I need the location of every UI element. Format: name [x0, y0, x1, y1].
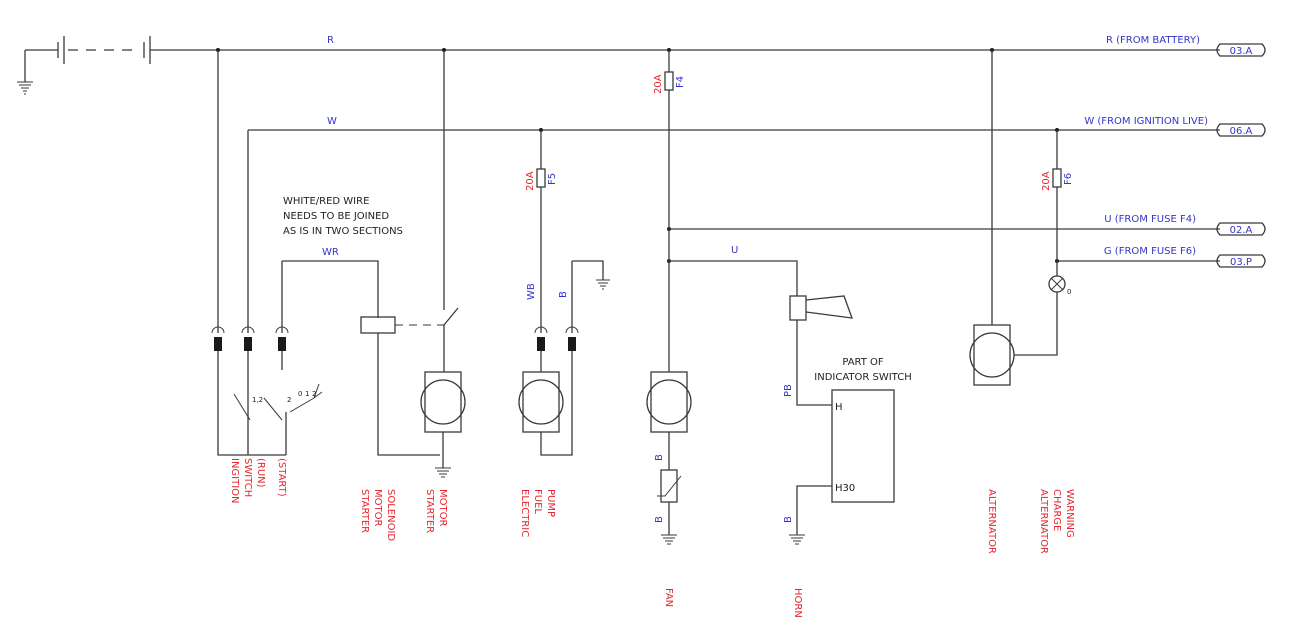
svg-text:CHARGE: CHARGE [1051, 489, 1062, 531]
ignition-switch [211, 50, 379, 456]
feed-label-fuse-f6: G (FROM FUSE F6) [1104, 246, 1196, 257]
offsheet-tag-2 [1216, 123, 1266, 137]
note-line-3: AS IS IN TWO SECTIONS [283, 226, 403, 237]
battery-ground-symbol [17, 50, 33, 95]
fuse-f6 [1052, 130, 1062, 276]
svg-text:STARTER: STARTER [424, 489, 435, 533]
svg-text:(START): (START) [276, 458, 287, 497]
wire-label-b-pump: B [558, 291, 569, 298]
svg-text:SWITCH: SWITCH [242, 458, 253, 497]
offsheet-tag-1 [1216, 43, 1266, 57]
offsheet-ref-1: 03.A [1230, 46, 1253, 57]
note-line-2: NEEDS TO BE JOINED [283, 211, 389, 222]
offsheet-tag-4 [1216, 254, 1266, 268]
label-fan: FAN [663, 588, 674, 607]
fuel-pump [518, 260, 610, 456]
label-alternator: ALTERNATOR [986, 489, 997, 554]
fan-motor [646, 371, 692, 545]
offsheet-ref-2: 06.A [1230, 126, 1253, 137]
starter-solenoid [360, 50, 459, 456]
offsheet-ref-4: 03.P [1230, 257, 1252, 268]
indicator-title-2: INDICATOR SWITCH [814, 372, 911, 383]
feed-label-fuse-f4: U (FROM FUSE F4) [1104, 214, 1196, 225]
indicator-title-1: PART OF [842, 357, 884, 368]
fuse-f4-id: F4 [675, 76, 686, 88]
alternator [969, 50, 1058, 386]
wire-label-pb: PB [783, 384, 794, 397]
svg-text:WARNING: WARNING [1064, 489, 1075, 538]
offsheet-tag-3 [1216, 222, 1266, 236]
wire-label-wr: WR [322, 247, 339, 258]
svg-text:SOLENOID: SOLENOID [385, 489, 396, 541]
svg-text:FUEL: FUEL [532, 489, 543, 514]
horn [669, 260, 853, 545]
fuse-f6-id: F6 [1063, 173, 1074, 185]
fuse-f5-id: F5 [547, 173, 558, 185]
wire-label-wb: WB [526, 283, 537, 300]
starter-motor [420, 371, 466, 478]
svg-text:INGITION: INGITION [229, 458, 240, 504]
switch-terminal-12: 1,2 [252, 396, 263, 404]
wire-label-b-fan1: B [654, 454, 665, 461]
note-line-1: WHITE/RED WIRE [283, 196, 369, 207]
svg-text:MOTOR: MOTOR [372, 489, 383, 526]
label-horn: HORN [792, 588, 803, 618]
charge-warning-lamp [1048, 275, 1066, 293]
svg-text:PUMP: PUMP [545, 489, 556, 517]
fuse-f6-rating: 20A [1041, 171, 1052, 191]
feed-label-ignition: W (FROM IGNITION LIVE) [1084, 116, 1208, 127]
wire-label-r: R [327, 35, 334, 46]
feed-label-battery: R (FROM BATTERY) [1106, 35, 1200, 46]
indicator-terminal-h: H [835, 402, 843, 413]
indicator-terminal-h30: H30 [835, 483, 855, 494]
switch-position-0: 0 [298, 390, 302, 398]
svg-text:ALTERNATOR: ALTERNATOR [1038, 489, 1049, 554]
wire-label-w: W [327, 116, 337, 127]
switch-terminal-2: 2 [287, 396, 291, 404]
indicator-switch-box [831, 389, 895, 503]
label-fuel-pump: ELECTRIC FUEL PUMP [519, 489, 556, 537]
label-charge-warning: ALTERNATOR CHARGE WARNING [1038, 489, 1075, 554]
fuse-f4-rating: 20A [653, 74, 664, 94]
offsheet-ref-3: 02.A [1230, 225, 1253, 236]
wire-label-u: U [731, 245, 738, 256]
svg-text:(RUN): (RUN) [255, 458, 266, 488]
wire-label-b-fan2: B [654, 516, 665, 523]
fuse-f5-rating: 20A [525, 171, 536, 191]
svg-text:ELECTRIC: ELECTRIC [519, 489, 530, 537]
svg-text:MOTOR: MOTOR [437, 489, 448, 526]
label-ignition-switch: INGITION SWITCH (RUN) (START) [229, 458, 287, 504]
fuse-f5 [536, 130, 546, 333]
label-starter-motor: STARTER MOTOR [424, 489, 448, 533]
svg-text:STARTER: STARTER [359, 489, 370, 533]
label-starter-solenoid: STARTER MOTOR SOLENOID [359, 489, 396, 541]
fuse-f4 [664, 50, 674, 372]
wire-label-b-horn: B [783, 516, 794, 523]
switch-position-2: 2 [312, 390, 316, 398]
battery-symbol [25, 36, 1220, 64]
switch-position-1: 1 [305, 390, 309, 398]
lamp-terminal-label: 0 [1067, 288, 1071, 296]
